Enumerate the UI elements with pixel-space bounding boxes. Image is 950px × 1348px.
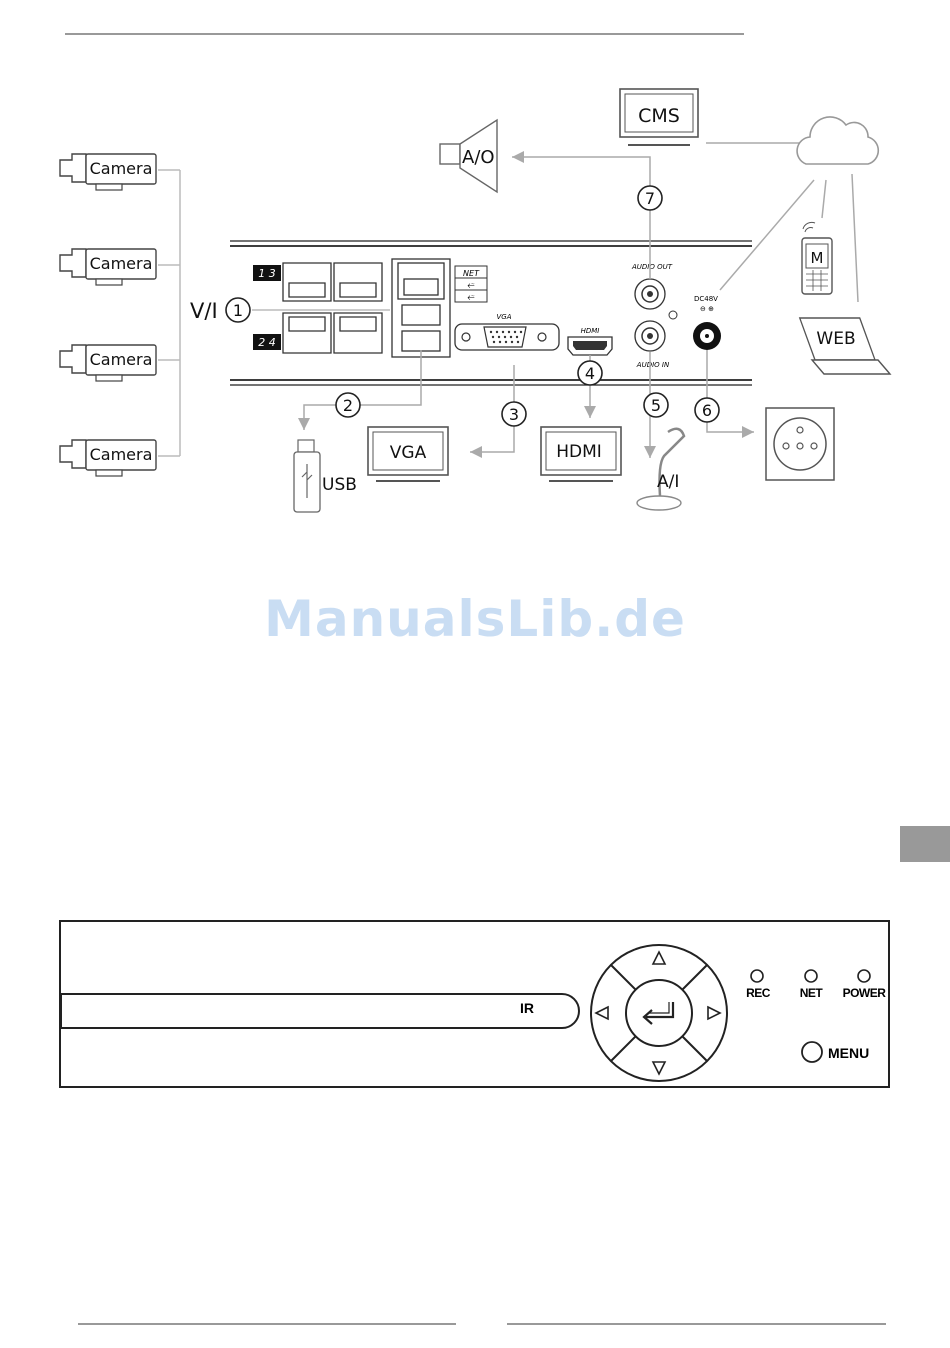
led-label-net: NET xyxy=(800,986,824,1000)
led-label-rec: REC xyxy=(746,986,771,1000)
led-label-power: POWER xyxy=(843,986,887,1000)
ir-window xyxy=(61,994,579,1028)
menu-label: MENU xyxy=(828,1045,869,1061)
menu-button: MENU xyxy=(802,1042,869,1062)
ir-label: IR xyxy=(520,1000,534,1016)
front-panel: IR xyxy=(60,921,889,1087)
